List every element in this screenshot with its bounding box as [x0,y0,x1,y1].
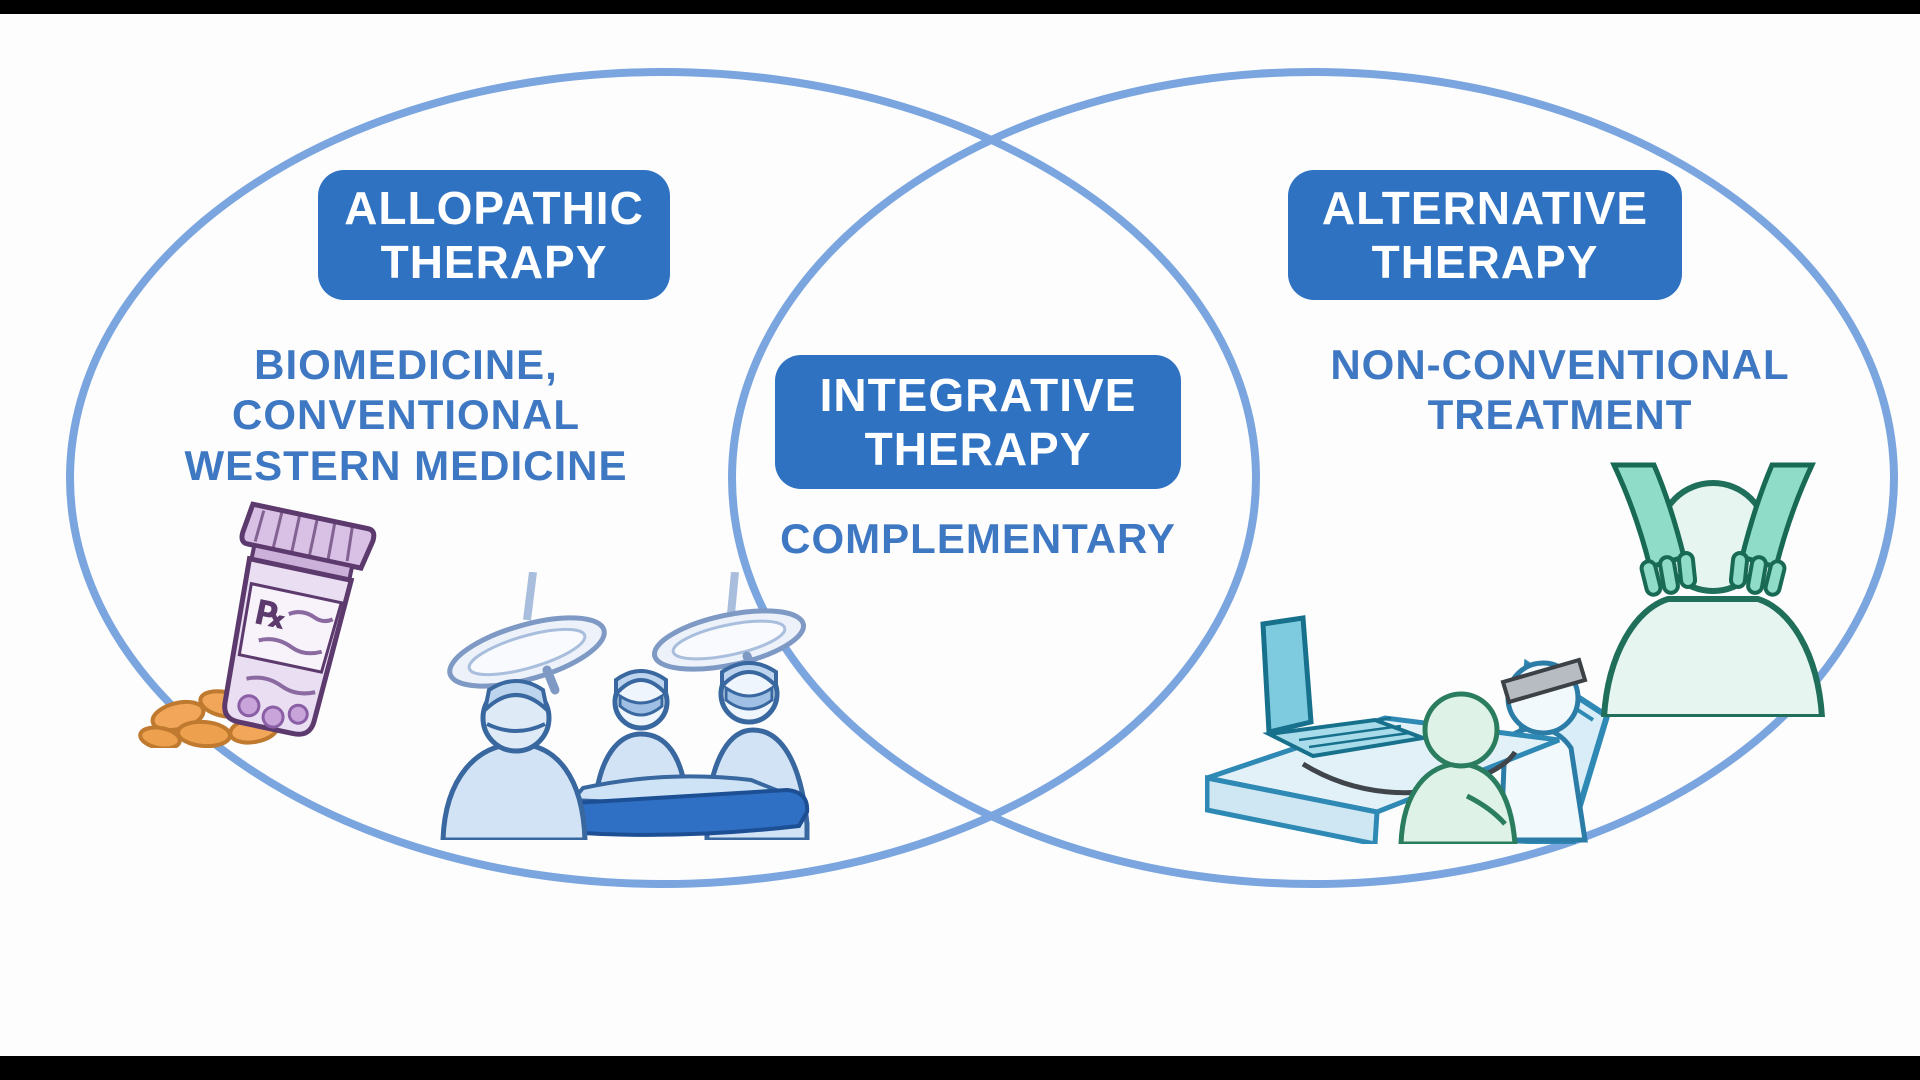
bottle: ℞ [222,501,377,737]
alternative-description: NON-CONVENTIONAL TREATMENT [1300,340,1820,441]
alternative-therapy-badge: ALTERNATIVE THERAPY [1288,170,1682,300]
description-line: NON-CONVENTIONAL [1330,341,1790,388]
surgery-icon [440,572,810,840]
laptop [1260,615,1431,759]
description-line: WESTERN MEDICINE [184,441,628,489]
biofeedback-icon [1205,615,1611,844]
bottom-letterbox-bar [0,1056,1920,1080]
description-line: TREATMENT [1427,391,1693,439]
badge-line: ALLOPATHIC [344,181,644,234]
operating-lamps [447,572,807,695]
biofeedback-illustration [1205,572,1625,844]
top-letterbox-bar [0,0,1920,14]
massage-illustration [1588,455,1838,717]
description-line: CONVENTIONAL [232,391,580,439]
therapist [1398,691,1518,844]
operating-table [554,774,810,837]
massaging-hands [1610,462,1816,597]
badge-line: THERAPY [1371,236,1599,288]
surgery-illustration [415,572,815,840]
integrative-therapy-badge: INTEGRATIVE THERAPY [775,355,1181,489]
pill-bottle-icon: ℞ [138,501,377,748]
allopathic-description: BIOMEDICINE, CONVENTIONAL WESTERN MEDICI… [128,340,684,491]
massage-icon [1600,462,1826,717]
integrative-description: COMPLEMENTARY [760,514,1196,564]
left-surgeon [440,679,588,840]
badge-line: THERAPY [380,236,608,288]
badge-line: THERAPY [864,423,1092,475]
allopathic-therapy-badge: ALLOPATHIC THERAPY [318,170,670,300]
badge-line: INTEGRATIVE [819,368,1137,421]
pill-bottle-illustration: ℞ [138,498,408,748]
alternative-therapy-circle [728,68,1898,888]
badge-line: ALTERNATIVE [1321,181,1649,234]
description-line: COMPLEMENTARY [780,515,1176,562]
description-line: BIOMEDICINE, [254,341,558,388]
